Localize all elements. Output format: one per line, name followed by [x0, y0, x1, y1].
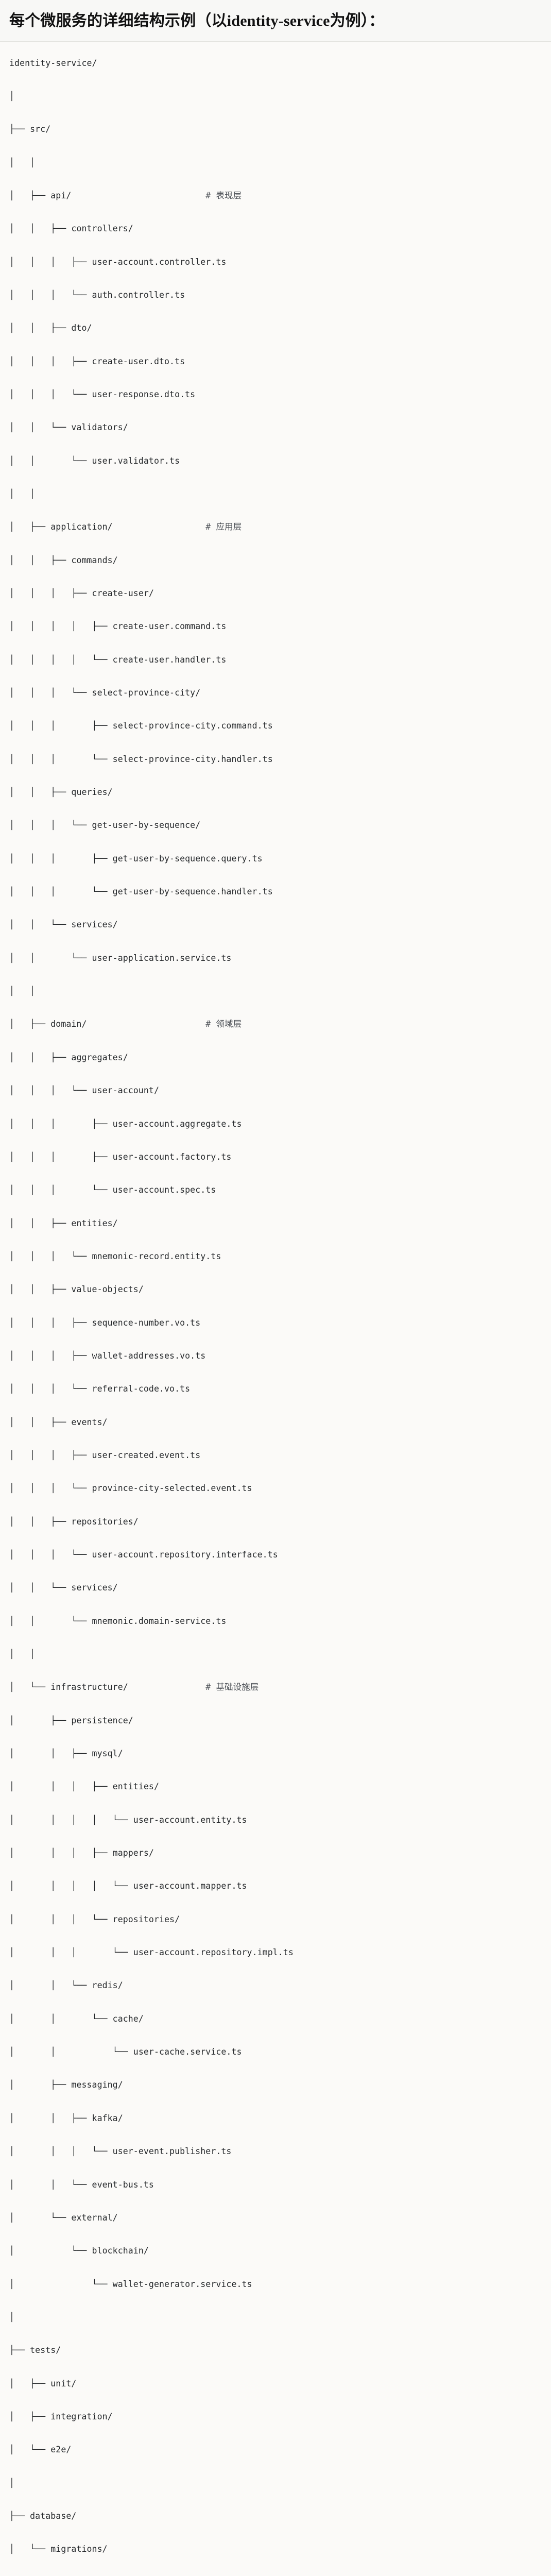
tree-line: │ │ │ └── user-response.dto.ts [9, 386, 542, 403]
tree-line: │ ├── messaging/ [9, 2077, 542, 2093]
tree-line: │ │ ├── mysql/ [9, 1745, 542, 1762]
tree-line: │ │ │ ├── sequence-number.vo.ts [9, 1315, 542, 1331]
tree-line: │ └── blockchain/ [9, 2243, 542, 2259]
tree-path: │ ├── api/ [9, 191, 205, 200]
tree-layer-comment: # 应用层 [205, 522, 242, 532]
tree-line: │ └── e2e/ [9, 2442, 542, 2458]
tree-line: │ └── external/ [9, 2210, 542, 2226]
tree-line: │ │ └── user-application.service.ts [9, 950, 542, 967]
tree-line: │ │ │ ├── create-user.dto.ts [9, 353, 542, 370]
tree-line: │ │ │ └── mnemonic-record.entity.ts [9, 1248, 542, 1265]
document-header: 每个微服务的详细结构示例（以identity-service为例）： [0, 0, 551, 42]
tree-line: │ │ ├── events/ [9, 1414, 542, 1431]
tree-line: │ │ │ └── get-user-by-sequence.handler.t… [9, 884, 542, 900]
tree-line: │ └── infrastructure/ # 基础设施层 [9, 1679, 542, 1696]
tree-line: ├── src/ [9, 121, 542, 138]
tree-line: │ │ │ │ ├── create-user.command.ts [9, 618, 542, 635]
tree-layer-comment: # 基础设施层 [205, 1682, 259, 1692]
tree-line: │ │ │ └── referral-code.vo.ts [9, 1381, 542, 1397]
tree-line: │ │ │ └── get-user-by-sequence/ [9, 817, 542, 834]
tree-line: │ │ │ └── province-city-selected.event.t… [9, 1480, 542, 1497]
page-title: 每个微服务的详细结构示例（以identity-service为例）： [9, 11, 542, 31]
tree-line: │ ├── api/ # 表现层 [9, 188, 542, 204]
tree-path: │ ├── application/ [9, 522, 205, 532]
tree-line: │ │ ├── kafka/ [9, 2110, 542, 2127]
tree-line: │ │ │ ├── select-province-city.command.t… [9, 718, 542, 734]
tree-line: │ │ │ ├── user-account.controller.ts [9, 254, 542, 270]
tree-path: │ └── infrastructure/ [9, 1682, 205, 1692]
tree-line: │ │ │ └── user-account.spec.ts [9, 1182, 542, 1198]
tree-line: │ │ │ │ └── user-account.entity.ts [9, 1812, 542, 1828]
tree-line: │ └── wallet-generator.service.ts [9, 2276, 542, 2293]
tree-line: │ [9, 88, 542, 105]
tree-line: │ │ │ └── user-account.repository.interf… [9, 1547, 542, 1563]
tree-line: │ [9, 2309, 542, 2326]
tree-line: │ │ ├── entities/ [9, 1215, 542, 1232]
tree-line: │ ├── integration/ [9, 2409, 542, 2425]
tree-line: │ │ └── mnemonic.domain-service.ts [9, 1613, 542, 1630]
tree-line: │ │ ├── controllers/ [9, 221, 542, 237]
directory-tree: identity-service/ │ ├── src/ │ │ │ ├── a… [9, 55, 542, 2576]
tree-line: │ └── 001_create_user_tables.sql [9, 2574, 542, 2576]
tree-line: │ ├── unit/ [9, 2376, 542, 2392]
tree-line: │ │ │ │ └── create-user.handler.ts [9, 652, 542, 668]
tree-line: │ │ └── services/ [9, 1580, 542, 1596]
tree-line: │ │ ├── repositories/ [9, 1514, 542, 1530]
tree-line: │ │ │ ├── user-account.factory.ts [9, 1149, 542, 1165]
tree-line: │ │ └── redis/ [9, 1977, 542, 1994]
tree-line: │ │ [9, 486, 542, 502]
tree-layer-comment: # 表现层 [205, 191, 242, 200]
tree-line: │ │ │ ├── wallet-addresses.vo.ts [9, 1348, 542, 1364]
tree-line: ├── tests/ [9, 2342, 542, 2359]
tree-line: ├── database/ [9, 2508, 542, 2524]
tree-line: │ │ │ └── select-province-city/ [9, 685, 542, 701]
tree-line: │ [9, 2475, 542, 2492]
tree-line: │ │ │ ├── create-user/ [9, 585, 542, 602]
tree-line: │ │ └── cache/ [9, 2011, 542, 2027]
tree-line: │ ├── domain/ # 领域层 [9, 1016, 542, 1032]
tree-line: │ │ │ ├── entities/ [9, 1778, 542, 1795]
tree-line: │ │ │ └── user-event.publisher.ts [9, 2143, 542, 2160]
tree-line: │ │ │ └── repositories/ [9, 1911, 542, 1928]
directory-tree-block: identity-service/ │ ├── src/ │ │ │ ├── a… [0, 42, 551, 2576]
tree-line: │ │ [9, 155, 542, 171]
tree-line: │ ├── application/ # 应用层 [9, 519, 542, 535]
tree-line: │ │ └── event-bus.ts [9, 2177, 542, 2193]
tree-line: │ │ ├── dto/ [9, 320, 542, 336]
tree-line: │ │ └── services/ [9, 917, 542, 933]
tree-line: │ │ │ └── user-account.repository.impl.t… [9, 1944, 542, 1961]
tree-line: │ │ [9, 983, 542, 999]
tree-line: │ │ │ ├── user-account.aggregate.ts [9, 1116, 542, 1132]
tree-path: │ ├── domain/ [9, 1019, 205, 1029]
tree-line: │ │ └── validators/ [9, 419, 542, 436]
tree-line: │ │ │ └── select-province-city.handler.t… [9, 751, 542, 768]
tree-layer-comment: # 领域层 [205, 1019, 242, 1029]
tree-line: │ └── migrations/ [9, 2541, 542, 2557]
tree-line: │ │ └── user.validator.ts [9, 453, 542, 469]
tree-line: │ │ │ ├── mappers/ [9, 1845, 542, 1861]
tree-line: │ │ ├── aggregates/ [9, 1049, 542, 1066]
tree-line: │ │ │ ├── get-user-by-sequence.query.ts [9, 851, 542, 867]
tree-line: │ │ │ └── auth.controller.ts [9, 287, 542, 303]
tree-line: │ │ └── user-cache.service.ts [9, 2044, 542, 2060]
tree-line: │ │ ├── queries/ [9, 784, 542, 801]
tree-line: │ │ │ ├── user-created.event.ts [9, 1447, 542, 1464]
tree-line: │ ├── persistence/ [9, 1713, 542, 1729]
tree-line: │ │ │ └── user-account/ [9, 1082, 542, 1099]
tree-line: identity-service/ [9, 55, 542, 72]
tree-line: │ │ │ │ └── user-account.mapper.ts [9, 1878, 542, 1894]
tree-line: │ │ [9, 1646, 542, 1663]
tree-line: │ │ ├── commands/ [9, 552, 542, 569]
tree-line: │ │ ├── value-objects/ [9, 1281, 542, 1298]
